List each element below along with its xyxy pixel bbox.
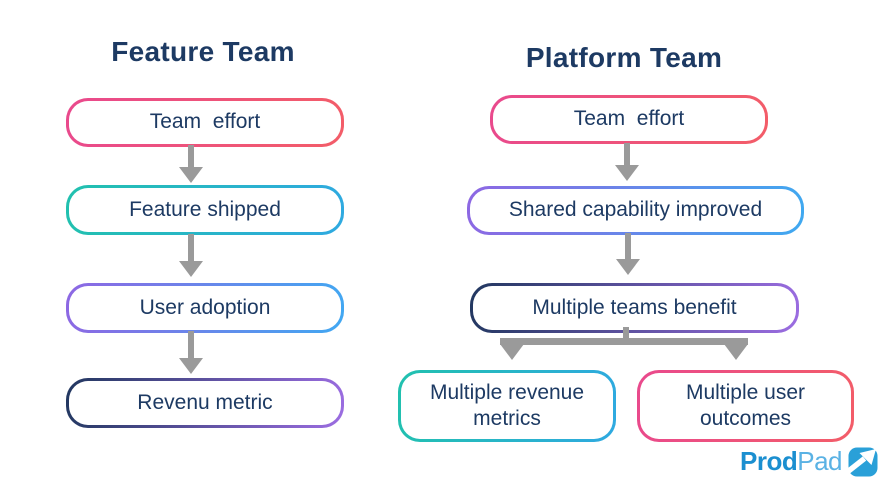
down-arrow: [179, 145, 203, 183]
prodpad-logo: ProdPad: [740, 446, 878, 477]
arrow-shaft: [188, 331, 194, 358]
node-label: Multiple user outcomes: [685, 380, 811, 430]
platform-team-title: Platform Team: [525, 42, 723, 73]
arrow-shaft: [624, 143, 630, 165]
arrow-head: [179, 261, 203, 277]
branch-arrow-head-right: [724, 344, 748, 360]
node-label: Multiple revenue metrics: [429, 380, 590, 430]
node-revenue-metric: Revenu metric: [66, 378, 344, 428]
prodpad-wordmark-bold: Prod: [740, 446, 798, 476]
node-feature-shipped: Feature shipped: [66, 185, 344, 235]
down-arrow: [179, 234, 203, 277]
node-label: Multiple teams benefit: [532, 295, 737, 319]
node-label: Revenu metric: [137, 390, 273, 414]
feature-team-title: Feature Team: [111, 36, 295, 67]
prodpad-wordmark-light: Pad: [797, 446, 842, 476]
arrow-shaft: [625, 233, 631, 259]
arrow-shaft: [188, 145, 194, 167]
node-shared-capability: Shared capability improved: [467, 186, 804, 235]
node-team-effort-left: Team effort: [66, 98, 344, 147]
down-arrow: [179, 331, 203, 374]
node-user-adoption: User adoption: [66, 283, 344, 333]
arrow-head: [616, 259, 640, 275]
arrow-head: [615, 165, 639, 181]
node-label: Team effort: [149, 110, 261, 134]
node-label: Feature shipped: [129, 197, 281, 221]
branch-arrow-head-left: [500, 344, 524, 360]
arrow-head: [179, 167, 203, 183]
node-multiple-teams-benefit: Multiple teams benefit: [470, 283, 799, 333]
node-label: User adoption: [139, 295, 271, 319]
branch-bar: [500, 338, 748, 345]
down-arrow: [615, 143, 639, 181]
arrow-up-right-icon: [848, 447, 878, 476]
branch-shaft: [623, 327, 629, 343]
arrow-head: [179, 358, 203, 374]
prodpad-wordmark: ProdPad: [740, 446, 842, 477]
node-multiple-revenue-metrics: Multiple revenue metrics: [398, 370, 616, 442]
node-label: Team effort: [573, 107, 685, 131]
node-team-effort-right: Team effort: [490, 95, 768, 144]
down-arrow: [616, 233, 640, 275]
arrow-shaft: [188, 234, 194, 261]
node-multiple-user-outcomes: Multiple user outcomes: [637, 370, 854, 442]
node-label: Shared capability improved: [508, 198, 763, 222]
